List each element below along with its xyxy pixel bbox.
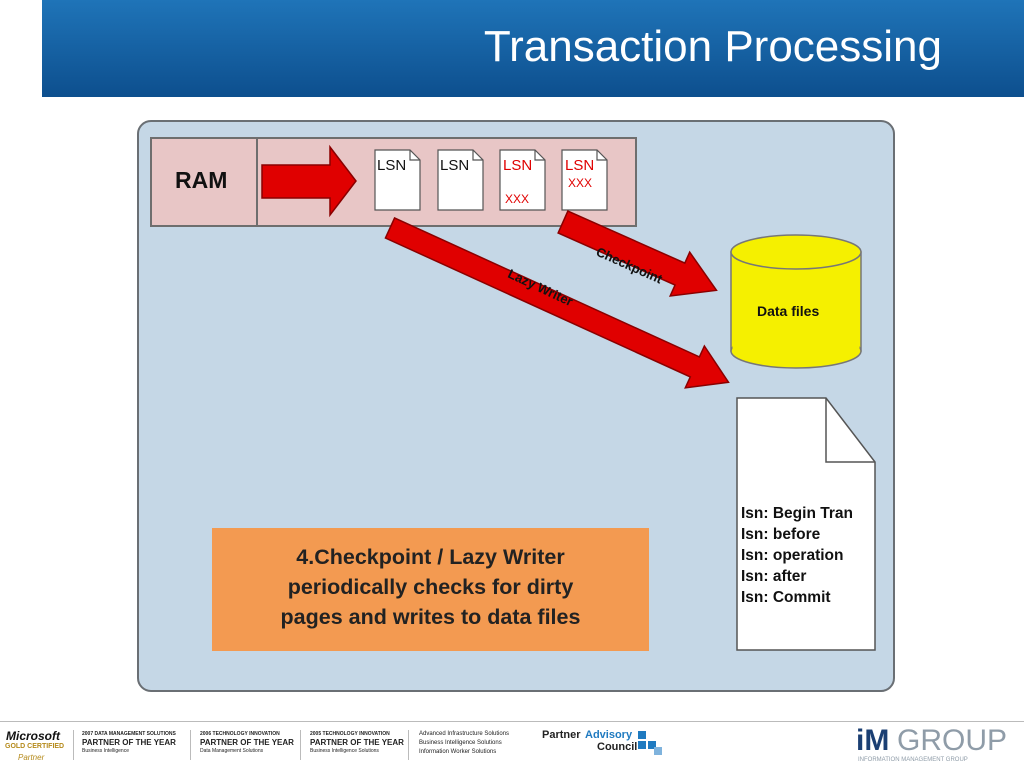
microsoft-logo: Microsoft	[6, 729, 60, 743]
ram-label: RAM	[175, 167, 228, 193]
title-bar	[42, 0, 1024, 97]
advisory-advisory: Advisory	[585, 729, 633, 741]
award-3-main: PARTNER OF THE YEAR	[310, 738, 404, 747]
advisory-logo-icon	[638, 731, 662, 755]
callout-text: 4.Checkpoint / Lazy Writer periodically …	[212, 542, 649, 632]
lazy-writer-arrow	[384, 216, 730, 389]
page-3-label: LSN	[503, 157, 533, 174]
imgroup-tagline: INFORMATION MANAGEMENT GROUP	[858, 757, 968, 763]
award-1-sub: Business Intelligence	[82, 748, 129, 754]
page-2-label: LSN	[440, 157, 470, 174]
footer-separator	[300, 730, 301, 760]
advisory-council: Council	[597, 741, 638, 753]
slide-title: Transaction Processing	[483, 22, 942, 71]
log-line: Isn: Begin Tran	[741, 505, 853, 522]
solution-line: Business Intelligence Solutions	[419, 740, 502, 746]
page-4-label: LSN	[565, 157, 595, 174]
award-3-top: 2005 TECHNOLOGY INNOVATION	[310, 731, 390, 737]
log-line: Isn: after	[741, 568, 807, 585]
footer-divider	[0, 721, 1024, 722]
log-line: Isn: Commit	[741, 589, 831, 606]
imgroup-logo-im: iM	[856, 724, 890, 757]
log-line: Isn: before	[741, 526, 821, 543]
footer-separator	[408, 730, 409, 760]
callout-line: 4.Checkpoint / Lazy Writer	[296, 545, 565, 569]
ram-divider	[256, 137, 258, 227]
page-2-shape	[437, 149, 484, 211]
microsoft-partner: Partner	[18, 753, 45, 762]
page-1-shape	[374, 149, 421, 211]
page-4-sub: XXX	[568, 176, 593, 190]
advisory-partner: Partner	[542, 729, 581, 741]
page-3-shape	[499, 149, 546, 211]
award-1-main: PARTNER OF THE YEAR	[82, 738, 176, 747]
page-4-shape	[561, 149, 608, 211]
callout-line: periodically checks for dirty	[287, 575, 574, 599]
log-line: Isn: operation	[741, 547, 844, 564]
solution-line: Information Worker Solutions	[419, 749, 497, 755]
data-files-label: Data files	[757, 303, 820, 319]
award-1-top: 2007 DATA MANAGEMENT SOLUTIONS	[82, 731, 176, 737]
data-files-cylinder	[730, 234, 862, 369]
imgroup-logo-group: GROUP	[897, 724, 1008, 757]
log-document-shape	[736, 397, 876, 651]
page-3-sub: XXX	[505, 192, 530, 206]
microsoft-gold-certified: GOLD CERTIFIED	[5, 743, 65, 750]
award-2-main: PARTNER OF THE YEAR	[200, 738, 294, 747]
checkpoint-arrow	[557, 210, 718, 297]
callout-line: pages and writes to data files	[280, 605, 581, 629]
award-3-sub: Business Intelligence Solutions	[310, 748, 379, 754]
ram-arrow	[261, 144, 357, 218]
award-2-sub: Data Management Solutions	[200, 748, 264, 754]
page-1-label: LSN	[377, 157, 407, 174]
footer-separator	[73, 730, 74, 760]
footer-separator	[190, 730, 191, 760]
solution-line: Advanced Infrastructure Solutions	[419, 731, 510, 737]
award-2-top: 2006 TECHNOLOGY INNOVATION	[200, 731, 280, 737]
callout-box: 4.Checkpoint / Lazy Writer periodically …	[212, 528, 649, 651]
